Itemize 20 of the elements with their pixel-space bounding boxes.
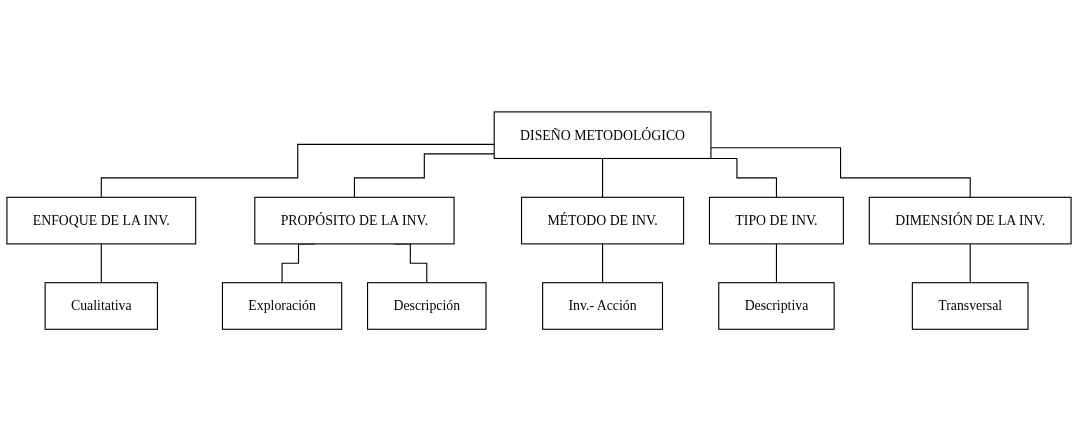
node-box: Exploración <box>221 282 343 331</box>
node-box: Descriptiva <box>718 282 835 331</box>
node-box: MÉTODO DE INV. <box>521 197 685 245</box>
node-box: Inv.- Acción <box>542 282 664 331</box>
node-box: Descripción <box>367 282 487 331</box>
connector <box>353 153 495 199</box>
connector <box>602 158 604 199</box>
node-box: DISEÑO METODOLÓGICO <box>493 111 712 160</box>
node-box: Transversal <box>911 282 1029 331</box>
node-box: TIPO DE INV. <box>708 197 844 245</box>
connector <box>100 243 102 284</box>
connector <box>710 147 971 199</box>
node-box: Cualitativa <box>44 282 158 331</box>
node-box: PROPÓSITO DE LA INV. <box>254 197 455 245</box>
connector <box>602 243 604 284</box>
connector <box>775 243 777 284</box>
connector <box>100 144 495 199</box>
node-box: ENFOQUE DE LA INV. <box>6 197 197 245</box>
node-box: DIMENSIÓN DE LA INV. <box>868 197 1072 245</box>
connector <box>969 243 971 284</box>
